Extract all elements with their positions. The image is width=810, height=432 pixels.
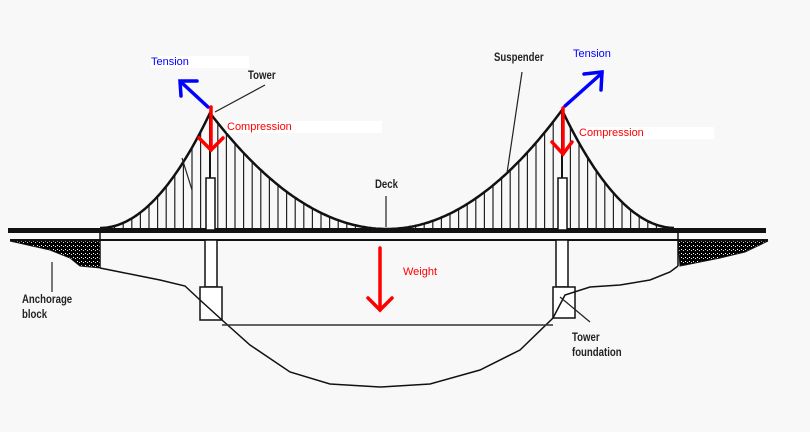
tension-arrow-right (563, 70, 604, 108)
anchorage-block-label: Anchorage block (22, 292, 72, 322)
suspender-label: Suspender (494, 50, 544, 64)
tension-arrow-left (178, 79, 210, 109)
tower-foundation-label-line1: Tower (572, 330, 600, 344)
tower-foundation-label: Tower foundation (572, 330, 622, 360)
tower-foundation-label-line2: foundation (572, 345, 622, 359)
tension-label-left: Tension (151, 56, 249, 68)
anchorage-block-right (677, 240, 769, 267)
anchorage-label-line2: block (22, 307, 48, 321)
compression-label-left: Compression (227, 121, 382, 133)
weight-arrow (366, 246, 394, 313)
deck-label: Deck (375, 177, 398, 191)
anchorage-label-line1: Anchorage (22, 292, 73, 306)
suspenders (105, 121, 666, 229)
compression-arrow-right (550, 106, 574, 157)
weight-label: Weight (403, 266, 438, 278)
deck (8, 228, 766, 233)
pointers (51, 71, 591, 323)
tower-label: Tower (248, 68, 276, 82)
terrain (99, 265, 679, 388)
compression-arrow-left (197, 105, 225, 153)
tower-left (199, 177, 223, 321)
anchorage-block-left (9, 240, 101, 269)
tower-right (552, 177, 576, 319)
compression-label-right: Compression (579, 127, 714, 139)
tension-label-right: Tension (573, 48, 611, 60)
